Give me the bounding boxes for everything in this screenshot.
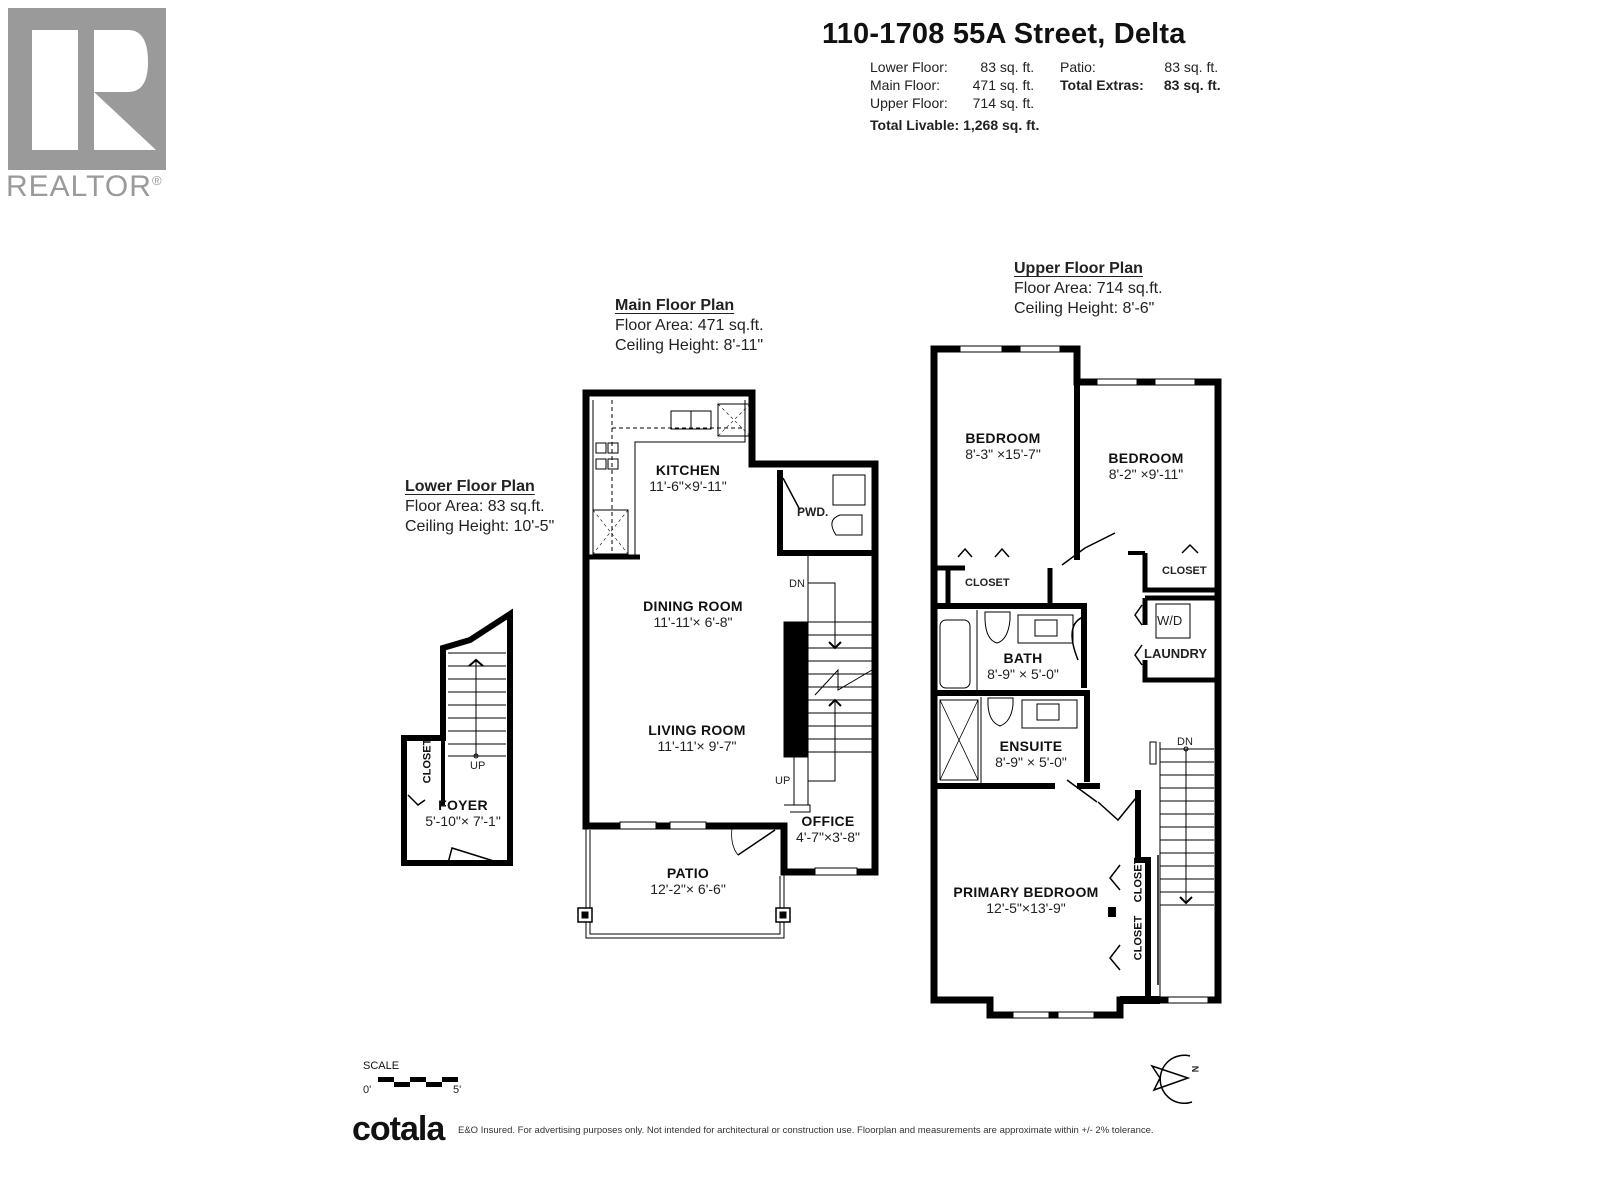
scale-start: 0'	[363, 1084, 372, 1096]
upper-floor-row: Upper Floor:714 sq. ft.	[870, 95, 1035, 111]
room-dining: DINING ROOM 11'-11'× 6'-8"	[643, 598, 743, 630]
realtor-wordmark: REALTOR®	[6, 170, 163, 203]
room-foyer: FOYER 5'-10"× 7'-1"	[425, 797, 501, 829]
main-stairs-up-label: UP	[775, 775, 791, 787]
disclaimer-text: E&O Insured. For advertising purposes on…	[458, 1125, 1154, 1136]
main-stairs-down-label: DN	[789, 578, 805, 590]
lower-floor-heading: Lower Floor Plan Floor Area: 83 sq.ft. C…	[405, 478, 555, 535]
primary-closet-1-label: CLOSET	[1132, 857, 1145, 903]
scale-label: SCALE	[363, 1060, 400, 1072]
lower-floor-row: Lower Floor:83 sq. ft.	[870, 59, 1035, 75]
floor-area-summary: Lower Floor:83 sq. ft. Main Floor:471 sq…	[870, 58, 1039, 134]
room-office: OFFICE 4'-7"×3'-8"	[796, 813, 860, 845]
main-floor-row: Main Floor:471 sq. ft.	[870, 77, 1035, 93]
primary-closet-2-label: CLOSET	[1132, 915, 1145, 961]
room-bedroom-1: BEDROOM 8'-3" ×15'-7"	[965, 430, 1041, 462]
powder-room-label: PWD.	[797, 505, 829, 519]
washer-dryer-label: W/D	[1157, 613, 1183, 628]
compass-north-label: N	[1190, 1065, 1201, 1073]
room-kitchen: KITCHEN 11'-6"×9'-11"	[649, 462, 727, 494]
room-patio: PATIO 12'-2"× 6'-6"	[650, 865, 726, 897]
room-bath: BATH 8'-9" × 5'-0"	[987, 650, 1059, 682]
room-ensuite: ENSUITE 8'-9" × 5'-0"	[995, 738, 1067, 770]
cotala-logo: cotala	[352, 1110, 445, 1148]
bedroom-2-closet-label: CLOSET	[1162, 565, 1207, 577]
scale-bar	[378, 1077, 458, 1087]
room-bedroom-2: BEDROOM 8'-2" ×9'-11"	[1108, 450, 1184, 482]
property-address: 110-1708 55A Street, Delta	[822, 18, 1186, 50]
lower-stairs-up-label: UP	[470, 760, 486, 772]
main-floor-heading: Main Floor Plan Floor Area: 471 sq.ft. C…	[615, 297, 764, 354]
laundry-label: LAUNDRY	[1144, 646, 1208, 661]
patio-row: Patio:83 sq. ft.	[1060, 59, 1219, 75]
bedroom-1-closet-label: CLOSET	[965, 577, 1010, 589]
upper-stairs-down-label: DN	[1177, 736, 1193, 748]
main-floor-walls	[577, 389, 879, 939]
north-compass-icon	[1150, 1054, 1193, 1105]
realtor-logo	[8, 8, 166, 170]
room-primary-bedroom: PRIMARY BEDROOM 12'-5"×13'-9"	[953, 884, 1099, 916]
total-extras-row: Total Extras: 83 sq. ft.	[1060, 77, 1221, 93]
upper-floor-walls	[930, 345, 1222, 1019]
realtor-r-icon	[32, 30, 156, 150]
room-living: LIVING ROOM 11'-11'× 9'-7"	[648, 722, 746, 754]
lower-floor-walls	[401, 608, 513, 866]
upper-floor-heading: Upper Floor Plan Floor Area: 714 sq.ft. …	[1014, 260, 1163, 317]
total-livable-row: Total Livable: 1,268 sq. ft.	[870, 117, 1040, 133]
lower-closet-label: CLOSET	[421, 738, 434, 784]
extras-summary: Patio:83 sq. ft. Total Extras: 83 sq. ft…	[1060, 58, 1221, 94]
scale-end: 5'	[453, 1084, 462, 1096]
